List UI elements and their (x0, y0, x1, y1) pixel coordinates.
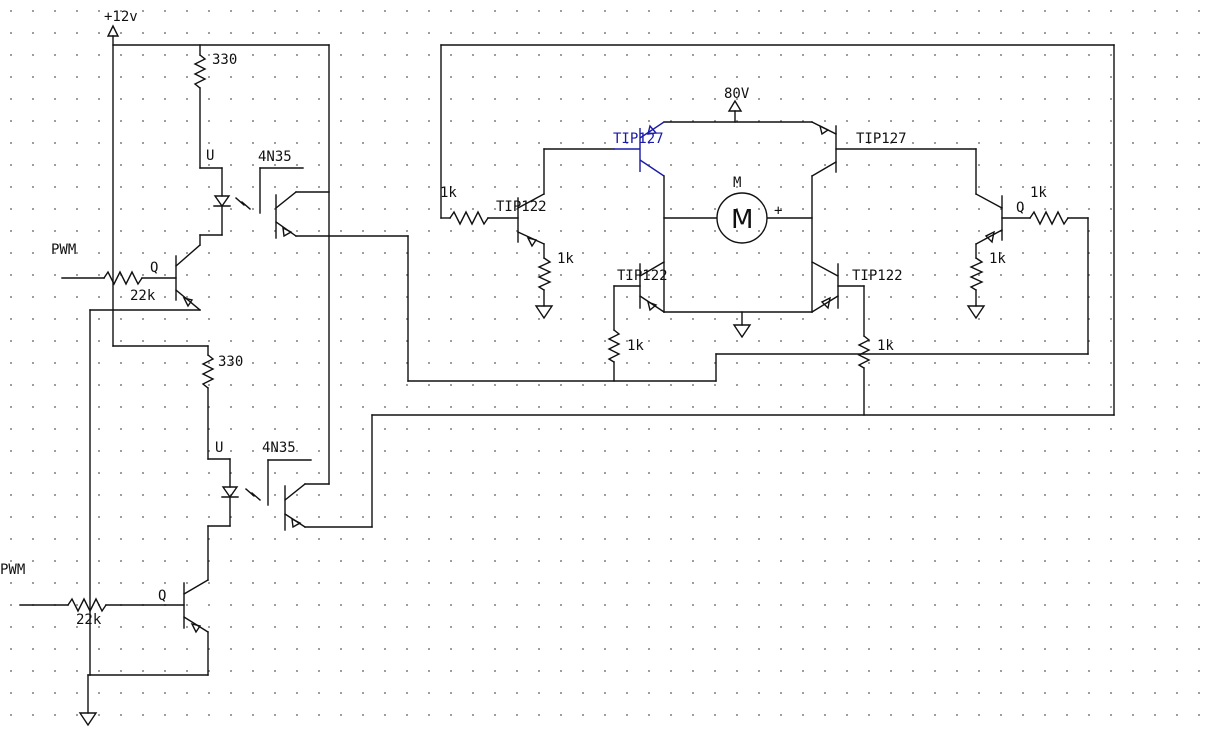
opto-transistor-bottom (267, 414, 373, 531)
ground-symbol-left (78, 674, 98, 727)
resistor-22k-top-label: 22k (130, 288, 156, 304)
resistor-1k-right-emitter-label: 1k (989, 251, 1006, 267)
transistor-tip127-left-selected[interactable] (614, 121, 665, 177)
q-bottom-label: Q (158, 588, 166, 604)
q-right-label: Q (1016, 200, 1024, 216)
resistor-1k-left-input-label: 1k (440, 185, 457, 201)
opto-transistor-top (259, 167, 409, 239)
resistor-22k-bottom-label: 22k (76, 612, 102, 628)
pwm-bottom-input (19, 597, 185, 613)
tip122-bottom-left-label: TIP122 (617, 268, 668, 284)
opto-led-top (199, 167, 251, 246)
resistor-1k-bottom-left-label: 1k (627, 338, 644, 354)
tip127-left-label: TIP127 (613, 131, 664, 147)
opto-top-label: 4N35 (258, 149, 292, 165)
motor-plus-label: + (774, 203, 782, 219)
resistor-1k-bottom-right-label: 1k (877, 338, 894, 354)
transistor-q-bottom (87, 579, 209, 676)
resistor-1k-left-emitter-label: 1k (557, 251, 574, 267)
transistor-tip122-bottom-left (607, 261, 665, 382)
transistor-tip122-bottom-right (811, 261, 871, 416)
led-bottom-label: U (215, 440, 223, 456)
supply-80v-symbol (663, 99, 813, 123)
supply-80v-label: 80V (724, 86, 750, 102)
resistor-330-top-label: 330 (212, 52, 237, 68)
tip122-bottom-right-label: TIP122 (852, 268, 903, 284)
supply-12v-label: +12v (104, 9, 138, 25)
opto-bottom-label: 4N35 (262, 440, 296, 456)
led-top-label: U (206, 148, 214, 164)
pwm-bottom-label: PWM (0, 562, 25, 578)
q-top-label: Q (150, 260, 158, 276)
motor-symbol: M (731, 205, 753, 235)
transistor-tip127-right (811, 121, 977, 313)
resistor-330-top (193, 44, 207, 169)
resistor-330-bottom (201, 345, 215, 460)
resistor-330-bottom-label: 330 (218, 354, 243, 370)
supply-12v-symbol (106, 24, 120, 347)
pwm-top-label: PWM (51, 242, 76, 258)
transistor-q-right (966, 148, 1089, 320)
pwm-top-input (61, 270, 177, 286)
transistor-q-top (89, 244, 201, 676)
opto-led-bottom (207, 458, 261, 581)
motor: M (663, 192, 813, 244)
ground-symbol-bridge (732, 311, 752, 339)
transistor-tip122-left (517, 148, 554, 320)
resistor-1k-right-input-label: 1k (1030, 185, 1047, 201)
motor-label: M (733, 175, 741, 191)
tip127-right-label: TIP127 (856, 131, 907, 147)
resistor-1k-left-input (440, 210, 519, 226)
